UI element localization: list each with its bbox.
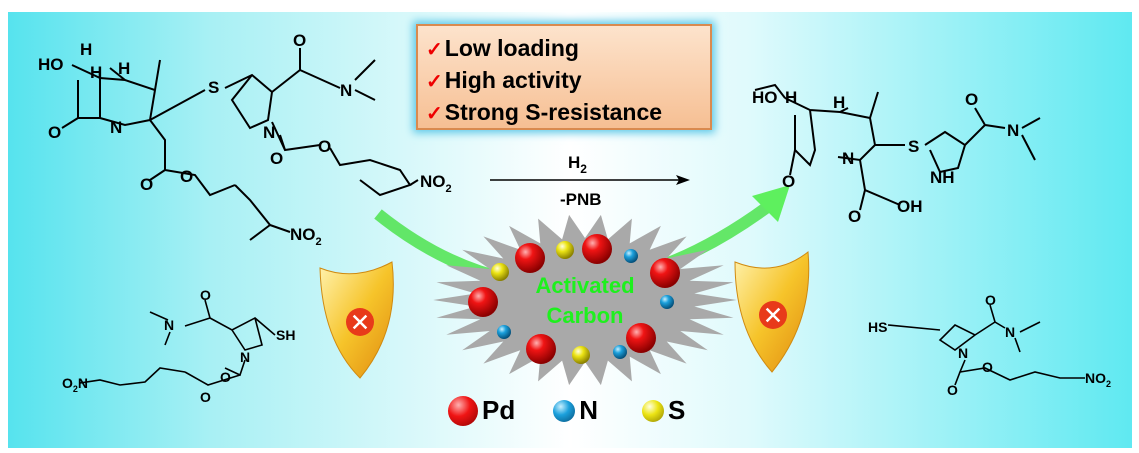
atom-label: O [982, 359, 993, 375]
atom-label: H [118, 59, 130, 78]
reagent-h2: H2 [568, 153, 587, 176]
atom-label: OH [897, 197, 923, 216]
atom-label: HS [868, 319, 887, 335]
atom-label: N [240, 349, 250, 365]
s-particle [572, 346, 590, 364]
n-particle [660, 295, 674, 309]
atom-label: S [908, 137, 919, 156]
s-particle [491, 263, 509, 281]
checkmark-icon: ✓ [426, 103, 443, 125]
atom-label: O [140, 175, 153, 194]
atom-label: O [848, 207, 861, 226]
pd-particle [526, 334, 556, 364]
pd-particle [468, 287, 498, 317]
atom-label: SH [276, 327, 295, 343]
reactant-molecule: HO H H H O N S N O N O O O O NO2 NO2 [38, 31, 452, 248]
atom-label: H [833, 93, 845, 112]
legend-label-s: S [668, 395, 686, 425]
support-label-2: Carbon [547, 303, 624, 328]
atom-label: O [200, 287, 211, 303]
atom-label: N [1007, 121, 1019, 140]
atom-label: O [318, 137, 331, 156]
product-molecule: HO H H N O S NH O N O OH [752, 83, 1041, 226]
atom-label: O [782, 172, 795, 191]
pd-sphere-icon [448, 395, 478, 426]
feature-label: Strong S-resistance [444, 99, 663, 125]
atom-label: O [270, 149, 283, 168]
n-particle [613, 345, 627, 359]
atom-label: NH [930, 168, 955, 187]
legend-label-n: N [579, 395, 599, 425]
n-particle [497, 325, 511, 339]
atom-label: HO [38, 55, 64, 74]
atom-label: H [90, 63, 102, 82]
reaction-arrow: H2 -PNB [490, 153, 690, 209]
pd-particle [626, 323, 656, 353]
atom-label: O [220, 369, 231, 385]
atom-label: O [293, 31, 306, 50]
advantages-box: ✓Low loading ✓High activity ✓Strong S-re… [416, 24, 712, 130]
feature-item: ✓Strong S-resistance [426, 97, 710, 129]
checkmark-icon: ✓ [426, 71, 443, 93]
feature-item: ✓High activity [426, 65, 710, 97]
atom-label: N [263, 123, 275, 142]
curved-arrow-head [752, 185, 790, 222]
atom-label: O [200, 389, 211, 405]
atom-label: O [180, 167, 193, 186]
thiol-right-molecule: O HS N N O O NO2 [868, 292, 1111, 398]
legend-label-pd: Pd [482, 395, 516, 425]
pd-particle [515, 243, 545, 273]
atom-label: N [110, 118, 122, 137]
feature-label: Low loading [444, 35, 579, 61]
atom-label: O2N [62, 375, 88, 394]
n-sphere-icon [553, 399, 576, 422]
atom-label: HO [752, 88, 778, 107]
checkmark-icon: ✓ [426, 39, 443, 61]
atom-label: N [958, 345, 968, 361]
pd-particle [582, 234, 612, 264]
atom-label: NO2 [1085, 370, 1111, 389]
byproduct-label: -PNB [560, 190, 602, 209]
pd-particle [650, 258, 680, 288]
atom-label: H [80, 40, 92, 59]
activated-carbon-support: Activated Carbon [433, 214, 737, 386]
atom-label: H [785, 88, 797, 107]
shield-left-icon [319, 261, 394, 379]
feature-item: ✓Low loading [426, 33, 710, 65]
n-particle [624, 249, 638, 263]
s-particle [556, 241, 574, 259]
thiol-left-molecule: O N SH N O O O2N [62, 287, 295, 405]
atom-label: O [985, 292, 996, 308]
atom-label: NO2 [420, 172, 452, 195]
atom-label: O [48, 123, 61, 142]
atom-label: S [208, 78, 219, 97]
feature-label: High activity [444, 67, 582, 93]
s-sphere-icon [642, 399, 665, 422]
atom-label: N [340, 81, 352, 100]
atom-label: N [164, 317, 174, 333]
atom-label: N [1005, 324, 1015, 340]
atom-label: O [965, 90, 978, 109]
atom-label: NO2 [290, 225, 322, 248]
legend: Pd N S [448, 395, 685, 426]
support-label-1: Activated [535, 273, 634, 298]
atom-label: N [842, 149, 854, 168]
shield-right-icon [734, 251, 810, 373]
nanoparticles [468, 234, 680, 364]
atom-label: O [947, 382, 958, 398]
